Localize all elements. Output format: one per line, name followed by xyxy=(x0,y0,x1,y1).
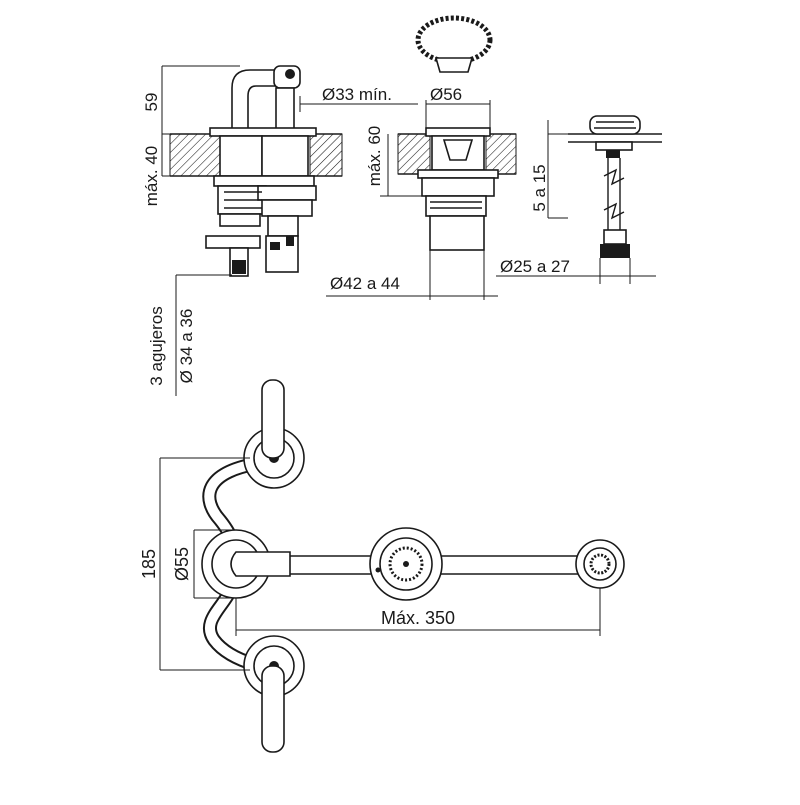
dim-spacing: 185 xyxy=(139,549,159,579)
dim-height-top: 59 xyxy=(142,93,161,112)
dim-drain-hole: Ø42 a 44 xyxy=(330,274,400,293)
dim-max-length: Máx. 350 xyxy=(381,608,455,628)
dim-counter-max: máx. 40 xyxy=(142,146,161,206)
dim-popup-hole: Ø25 a 27 xyxy=(500,257,570,276)
dim-drain-max: máx. 60 xyxy=(365,126,384,186)
dim-spout-min: Ø33 mín. xyxy=(322,85,392,104)
dim-drain-cap: Ø56 xyxy=(430,85,462,104)
dim-body-diameter: Ø55 xyxy=(172,547,192,581)
drain-side-view xyxy=(326,15,517,300)
dim-holes-diameter: Ø 34 a 36 xyxy=(177,309,196,384)
dim-holes-count: 3 agujeros xyxy=(147,306,166,385)
popup-rod-view xyxy=(496,115,662,284)
plan-view xyxy=(159,379,625,753)
faucet-side-view xyxy=(161,65,418,396)
dim-thickness-range: 5 a 15 xyxy=(530,164,549,211)
